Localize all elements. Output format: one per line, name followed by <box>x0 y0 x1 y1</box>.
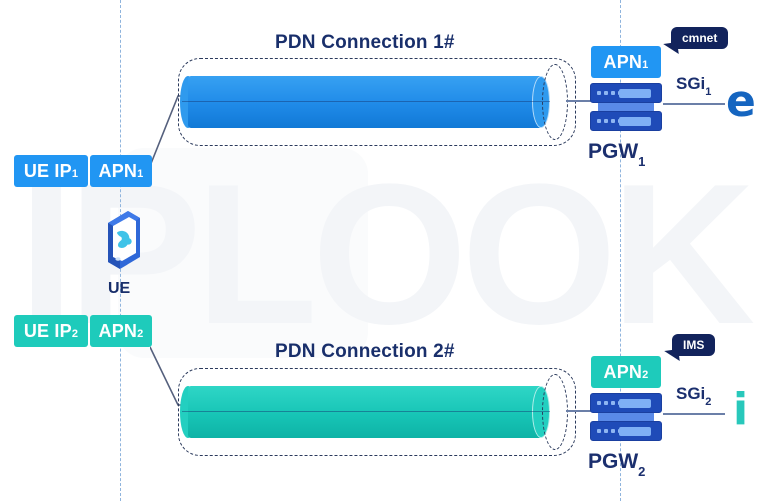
apn1-right-label: APN <box>603 51 643 72</box>
sgi2-label-text: SGi <box>676 384 706 403</box>
sgi2-label: SGi2 <box>676 384 712 409</box>
pgw1-unit-bottom-bar <box>619 117 651 126</box>
pgw2-connector <box>598 413 654 421</box>
tube1-to-pgw1-link <box>566 100 592 102</box>
ue-ip2-label: UE IP <box>23 320 72 341</box>
pdn-tube-2-body <box>188 386 542 438</box>
sgi2-label-sub: 2 <box>705 396 712 409</box>
pgw2-unit-bottom <box>590 421 662 441</box>
sgi1-label-text: SGi <box>676 74 706 93</box>
pgw2-server-icon <box>590 393 662 441</box>
apn1-right-sub: 1 <box>642 59 649 71</box>
guide-line-right <box>620 0 621 501</box>
apn1-left-label: APN <box>98 160 138 181</box>
sgi1-link-line <box>663 103 725 105</box>
pgw2-label: PGW2 <box>588 450 646 480</box>
pdn-tube-1-boundary-oval <box>542 64 568 140</box>
pdn-tube-2 <box>178 368 576 456</box>
pdn-tube-1-boundary <box>178 58 576 146</box>
watermark-panel <box>118 148 368 358</box>
pdn-connection-1-title: PDN Connection 1# <box>275 32 455 53</box>
sgi2-link-line <box>663 413 725 415</box>
ue-smartphone-icon <box>98 207 144 275</box>
pgw2-label-text: PGW <box>588 450 639 473</box>
pgw2-unit-top-bar <box>619 399 651 408</box>
ims-callout-label: IMS <box>683 338 705 352</box>
pgw1-label-text: PGW <box>588 140 639 163</box>
ue-ip1-sub: 1 <box>71 168 79 180</box>
internet-e-icon: e <box>726 76 756 127</box>
apn2-right-sub: 2 <box>642 369 649 381</box>
cmnet-callout[interactable]: cmnet <box>663 27 729 56</box>
pdn-tube-1-axis <box>182 101 550 103</box>
ue-label: UE <box>108 280 131 297</box>
pdn-connection-2-title: PDN Connection 2# <box>275 341 455 362</box>
ims-callout-tail <box>664 349 680 363</box>
pgw1-unit-bottom <box>590 111 662 131</box>
sgi1-label-sub: 1 <box>705 86 712 99</box>
pdn-tube-2-boundary <box>178 368 576 456</box>
apn1-left-sub: 1 <box>137 168 144 180</box>
pgw2-unit-top <box>590 393 662 413</box>
apn2-left-label: APN <box>98 320 138 341</box>
sgi1-label: SGi1 <box>676 74 712 99</box>
pgw1-unit-top-bar <box>619 89 651 98</box>
pdn-tube-1 <box>178 58 576 146</box>
cmnet-callout-label: cmnet <box>682 31 718 45</box>
pgw1-label: PGW1 <box>588 140 646 170</box>
information-i-icon: i <box>733 384 749 435</box>
pgw1-unit-top <box>590 83 662 103</box>
apn2-left-sub: 2 <box>137 328 144 340</box>
pgw2-unit-bottom-bar <box>619 427 651 436</box>
pdn-tube-2-axis <box>182 411 550 413</box>
pgw1-connector <box>598 103 654 111</box>
pdn-tube-1-body <box>188 76 542 128</box>
pgw1-server-icon <box>590 83 662 131</box>
ue-ip2-sub: 2 <box>71 328 79 340</box>
cmnet-callout-tail <box>663 42 679 56</box>
pgw2-label-sub: 2 <box>638 464 646 480</box>
ims-callout[interactable]: IMS <box>664 334 716 363</box>
pdn-tube-2-boundary-oval <box>542 374 568 450</box>
pgw1-label-sub: 1 <box>638 154 646 170</box>
ue-ip1-label: UE IP <box>23 160 72 181</box>
tube2-to-pgw2-link <box>566 410 592 412</box>
apn2-right-label: APN <box>603 361 643 382</box>
